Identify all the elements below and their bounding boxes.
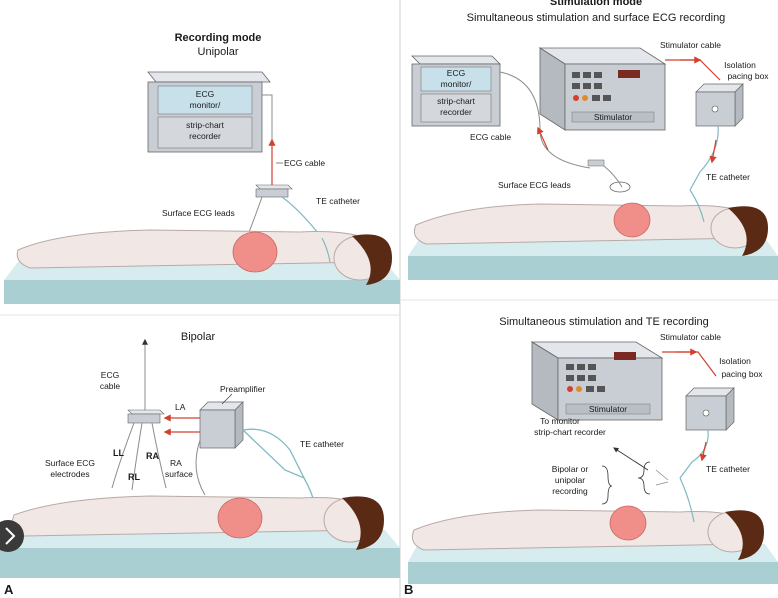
heart-c [613,202,651,238]
a-top-title: Recording mode [175,32,262,44]
a-te-catheter-label: TE catheter [316,196,360,206]
b-bottom-title: Simultaneous stimulation and TE recordin… [499,316,709,328]
b-bottom-bipolar-line-2: unipolar [555,475,585,485]
b-bottom-stim-cable-label: Stimulator cable [660,332,721,342]
heart-d [609,505,647,541]
ecg-cable-a [262,94,273,185]
panel-a-bipolar: Bipolar ECG cable Preamplifier LA LL RA … [0,331,400,597]
b-bottom-bipolar-line-1: Bipolar or [552,464,589,474]
b-top-title: Stimulation mode [550,0,642,8]
a-rl-label: RL [128,472,140,482]
panel-b-stimulation: Stimulation mode Simultaneous stimulatio… [408,0,778,280]
b-top-isolation-line-2: pacing box [727,71,769,81]
patient-body-c [413,203,749,245]
panel-label-b: B [404,582,413,597]
a-ra-surface-line-1: RA [170,458,182,468]
monitor-b-line-2: monitor/ [441,79,472,89]
hair-b [342,496,384,550]
ecg-monitor-a: ECG monitor/ strip-chart recorder [147,71,271,153]
b-top-stimulator-label: Stimulator [594,112,632,122]
patient-body-d [411,509,747,551]
patient-body-a [16,229,373,269]
a-ra-label: RA [146,451,159,461]
b-bottom-isolation-line-2: pacing box [721,369,763,379]
monitor-b-line-3: strip-chart [437,96,475,106]
hair-c [728,206,768,256]
heart-a [232,231,278,273]
b-bottom-te-catheter-label: TE catheter [706,464,750,474]
a-electrodes-line-2: electrodes [50,469,89,479]
b-bottom-stimulator-label: Stimulator [589,404,627,414]
monitor-a-line-3: strip-chart [186,120,224,130]
a-ecg-cable-line-2: cable [100,381,121,391]
a-surface-leads-label: Surface ECG leads [162,208,235,218]
b-bottom-to-monitor-line-2: strip-chart recorder [534,427,606,437]
monitor-a-line-2: monitor/ [190,100,221,110]
b-bottom-bipolar-line-3: recording [552,486,588,496]
stimulator-b-bottom: Stimulator [530,341,664,421]
a-ecg-cable-label: ECG cable [284,158,325,168]
b-top-surface-leads-label: Surface ECG leads [498,180,571,190]
a-bottom-title: Bipolar [181,331,216,343]
a-la-label: LA [175,402,186,412]
ecg-monitor-b: ECG monitor/ strip-chart recorder [411,55,501,127]
to-monitor-arrow [613,447,649,471]
heart-b [217,497,263,539]
hair-d [725,510,764,560]
te-catheter-b [241,428,306,480]
isolation-box-b-bottom [685,387,735,431]
a-ll-label: LL [113,448,124,458]
a-te-catheter-b-label: TE catheter [300,439,344,449]
overlay-circle-icon[interactable] [0,520,24,552]
b-bottom-to-monitor-line-1: To monitor [540,416,580,426]
panel-label-a: A [4,582,14,597]
b-top-stim-cable-label: Stimulator cable [660,40,721,50]
preamplifier-box [199,401,244,449]
stimulator-b-top: Stimulator [538,47,667,131]
junction-box-b [127,409,165,415]
b-top-ecg-cable-label: ECG cable [470,132,511,142]
monitor-b-line-1: ECG [447,68,465,78]
a-ecg-cable-line-1: ECG [101,370,119,380]
patient-body-b [11,495,367,537]
a-preamplifier-label: Preamplifier [220,384,266,394]
monitor-a-line-1: ECG [196,89,214,99]
monitor-a-line-4: recorder [189,131,221,141]
panel-b-te-recording: Simultaneous stimulation and TE recordin… [404,316,778,597]
b-top-te-catheter-label: TE catheter [706,172,750,182]
a-top-subtitle: Unipolar [198,46,239,58]
hair-a [352,234,392,285]
a-ra-surface-line-2: surface [165,469,193,479]
b-bottom-isolation-line-1: Isolation [719,356,751,366]
a-electrodes-line-1: Surface ECG [45,458,95,468]
b-top-isolation-line-1: Isolation [724,60,756,70]
junction-box-a [255,184,293,190]
b-top-subtitle: Simultaneous stimulation and surface ECG… [467,12,726,24]
monitor-b-line-4: recorder [440,107,472,117]
isolation-box-b-top [695,83,744,127]
panel-a-unipolar: Recording mode Unipolar ECG monitor/ str… [4,32,400,304]
